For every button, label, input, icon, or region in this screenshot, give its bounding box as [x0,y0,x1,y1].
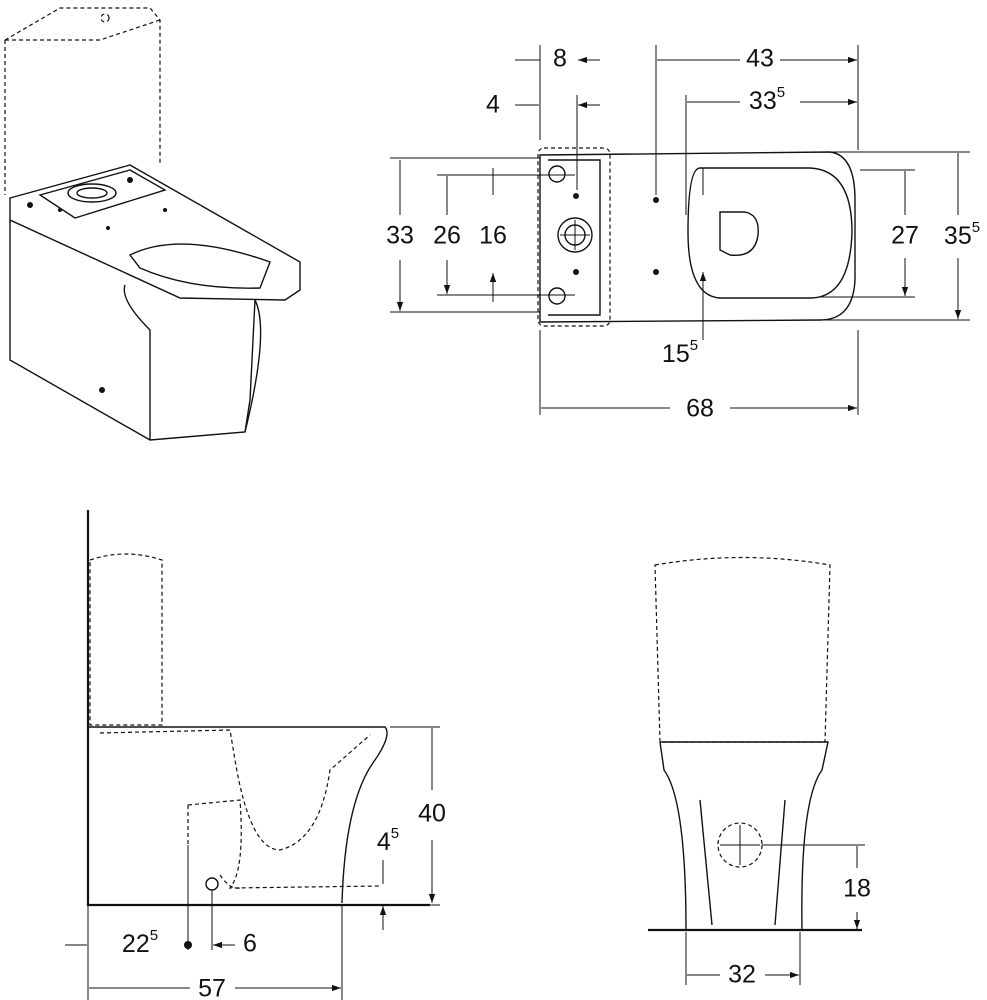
side-view: 40 45 225 6 57 [65,510,446,1000]
dim-40: 40 [418,800,446,828]
bowl-top [9,164,301,301]
dim-33-5: 335 [749,84,785,115]
dim-68: 68 [686,395,714,423]
bowl-opening [128,243,271,289]
dim-22-5: 225 [122,927,158,958]
cistern-outline [4,7,161,195]
cistern-dashed [654,556,831,743]
dim-15-5: 155 [662,337,698,368]
dim-33: 33 [386,222,414,250]
cistern-dashed [89,553,163,726]
front-view: 18 32 [648,556,871,989]
dim-43: 43 [746,45,774,73]
seat-outline [687,167,853,299]
dim-27: 27 [891,222,919,250]
dim-4: 4 [486,91,500,119]
dim-35-5: 355 [944,219,980,250]
plan-view: 8 4 43 335 33 26 16 27 355 155 68 [386,45,980,423]
dim-8: 8 [553,45,567,73]
dim-32: 32 [728,961,756,989]
plan-outline [539,151,856,323]
isometric-view [4,7,301,441]
dim-26: 26 [433,222,461,250]
dim-4-5: 45 [377,825,399,856]
dim-57: 57 [198,975,226,1000]
dim-18: 18 [843,875,871,903]
bowl-body [9,220,256,441]
dim-16: 16 [479,222,507,250]
cistern-dashed [537,147,611,327]
dim-6: 6 [243,930,257,958]
